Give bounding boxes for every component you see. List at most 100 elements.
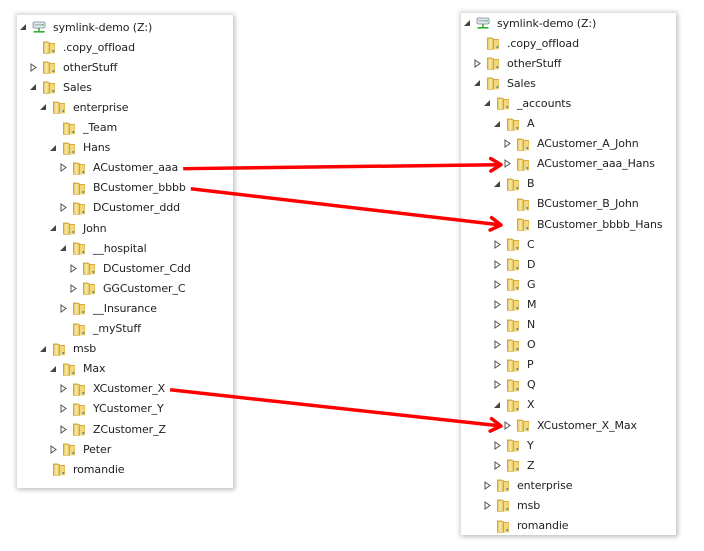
expanded-triangle-icon[interactable]	[472, 78, 482, 88]
tree-item[interactable]: YCustomer_Y	[58, 399, 164, 419]
folder-icon	[495, 518, 517, 534]
tree-item[interactable]: M	[492, 294, 537, 314]
expanded-triangle-icon[interactable]	[48, 223, 58, 233]
collapsed-triangle-icon[interactable]	[28, 62, 38, 72]
tree-item[interactable]: _Team	[48, 118, 117, 138]
expanded-triangle-icon[interactable]	[492, 119, 502, 129]
tree-item[interactable]: Y	[492, 435, 534, 455]
collapsed-triangle-icon[interactable]	[58, 404, 68, 414]
tree-item[interactable]: ACustomer_aaa_Hans	[502, 154, 655, 174]
tree-item[interactable]: Q	[492, 375, 536, 395]
tree-item[interactable]: .copy_offload	[28, 37, 135, 57]
tree-item[interactable]: P	[492, 355, 534, 375]
tree-item[interactable]: _myStuff	[58, 319, 141, 339]
collapsed-triangle-icon[interactable]	[492, 279, 502, 289]
tree-item[interactable]: Z	[492, 455, 535, 475]
folder-icon	[505, 317, 527, 333]
collapsed-triangle-icon[interactable]	[492, 380, 502, 390]
tree-item[interactable]: XCustomer_X	[58, 379, 165, 399]
collapsed-triangle-icon[interactable]	[482, 480, 492, 490]
tree-item[interactable]: X	[492, 395, 535, 415]
tree-item[interactable]: XCustomer_X_Max	[502, 415, 637, 435]
collapsed-triangle-icon[interactable]	[492, 259, 502, 269]
tree-item[interactable]: _accounts	[482, 93, 571, 113]
collapsed-triangle-icon[interactable]	[492, 360, 502, 370]
collapsed-triangle-icon[interactable]	[502, 159, 512, 169]
tree-item[interactable]: enterprise	[38, 97, 129, 117]
folder-icon	[41, 59, 63, 75]
tree-item[interactable]: otherStuff	[28, 57, 117, 77]
tree-item[interactable]: Sales	[472, 73, 536, 93]
expanded-triangle-icon[interactable]	[462, 18, 472, 28]
expanded-triangle-icon[interactable]	[38, 102, 48, 112]
expanded-triangle-icon[interactable]	[28, 82, 38, 92]
tree-item[interactable]: N	[492, 315, 535, 335]
collapsed-triangle-icon[interactable]	[492, 440, 502, 450]
collapsed-triangle-icon[interactable]	[492, 299, 502, 309]
tree-item[interactable]: ACustomer_A_John	[502, 134, 639, 154]
tree-item[interactable]: C	[492, 234, 535, 254]
collapsed-triangle-icon[interactable]	[502, 420, 512, 430]
tree-item[interactable]: BCustomer_B_John	[502, 194, 639, 214]
tree-item[interactable]: otherStuff	[472, 53, 561, 73]
folder-icon	[485, 35, 507, 51]
tree-item[interactable]: D	[492, 254, 535, 274]
tree-item[interactable]: msb	[482, 495, 540, 515]
expanded-triangle-icon[interactable]	[482, 98, 492, 108]
expanded-triangle-icon[interactable]	[38, 344, 48, 354]
collapsed-triangle-icon[interactable]	[492, 320, 502, 330]
tree-item[interactable]: __hospital	[58, 238, 147, 258]
tree-item[interactable]: symlink-demo (Z:)	[462, 13, 596, 33]
tree-item[interactable]: enterprise	[482, 475, 573, 495]
tree-item-label: M	[527, 297, 537, 311]
collapsed-triangle-icon[interactable]	[68, 263, 78, 273]
collapsed-triangle-icon[interactable]	[48, 444, 58, 454]
expanded-triangle-icon[interactable]	[18, 22, 28, 32]
expanded-triangle-icon[interactable]	[492, 400, 502, 410]
folder-icon	[41, 39, 63, 55]
tree-item[interactable]: ZCustomer_Z	[58, 419, 166, 439]
expanded-triangle-icon[interactable]	[492, 179, 502, 189]
collapsed-triangle-icon[interactable]	[58, 424, 68, 434]
tree-item[interactable]: ACustomer_aaa	[58, 158, 178, 178]
tree-item[interactable]: B	[492, 174, 535, 194]
expanded-triangle-icon[interactable]	[48, 143, 58, 153]
tree-item[interactable]: Peter	[48, 439, 111, 459]
tree-item-label: romandie	[517, 519, 569, 532]
expanded-triangle-icon[interactable]	[48, 364, 58, 374]
tree-item[interactable]: Sales	[28, 77, 92, 97]
tree-item[interactable]: GGCustomer_C	[68, 278, 186, 298]
tree-item[interactable]: __Insurance	[58, 298, 157, 318]
collapsed-triangle-icon[interactable]	[492, 340, 502, 350]
collapsed-triangle-icon[interactable]	[58, 163, 68, 173]
tree-item[interactable]: romandie	[38, 459, 125, 479]
tree-item[interactable]: G	[492, 274, 536, 294]
collapsed-triangle-icon[interactable]	[492, 460, 502, 470]
collapsed-triangle-icon[interactable]	[502, 139, 512, 149]
tree-item-label: A	[527, 117, 535, 130]
collapsed-triangle-icon[interactable]	[68, 283, 78, 293]
tree-item[interactable]: romandie	[482, 516, 569, 536]
tree-item[interactable]: .copy_offload	[472, 33, 579, 53]
collapsed-triangle-icon[interactable]	[472, 58, 482, 68]
tree-item[interactable]: DCustomer_ddd	[58, 198, 180, 218]
collapsed-triangle-icon[interactable]	[58, 303, 68, 313]
folder-icon	[515, 216, 537, 232]
tree-item-label: _myStuff	[93, 322, 141, 335]
collapsed-triangle-icon[interactable]	[492, 239, 502, 249]
collapsed-triangle-icon[interactable]	[482, 500, 492, 510]
tree-item[interactable]: msb	[38, 339, 96, 359]
tree-item[interactable]: Max	[48, 359, 106, 379]
tree-item-label: _accounts	[517, 96, 572, 110]
tree-item[interactable]: DCustomer_Cdd	[68, 258, 191, 278]
tree-item[interactable]: BCustomer_bbbb_Hans	[502, 214, 663, 234]
tree-item[interactable]: John	[48, 218, 107, 238]
collapsed-triangle-icon[interactable]	[58, 203, 68, 213]
tree-item[interactable]: A	[492, 114, 535, 134]
tree-item[interactable]: BCustomer_bbbb	[58, 178, 186, 198]
tree-item[interactable]: O	[492, 335, 536, 355]
tree-item[interactable]: symlink-demo (Z:)	[18, 17, 152, 37]
tree-item[interactable]: Hans	[48, 138, 110, 158]
expanded-triangle-icon[interactable]	[58, 243, 68, 253]
collapsed-triangle-icon[interactable]	[58, 384, 68, 394]
